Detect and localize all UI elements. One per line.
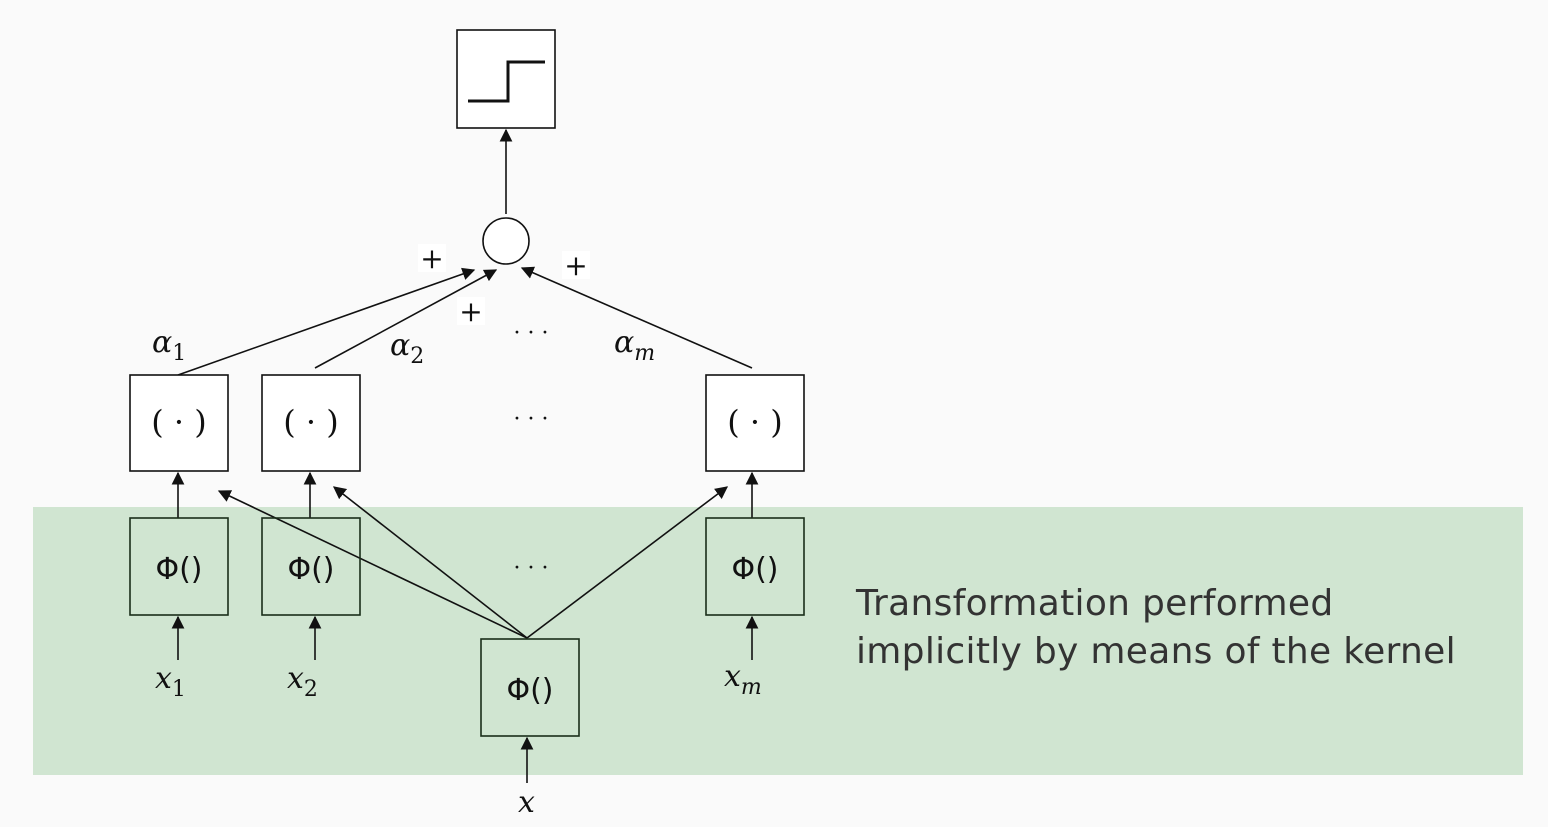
input-xm: xm (724, 659, 762, 700)
kernel-transformation-caption: Transformation performed implicitly by m… (856, 580, 1456, 676)
edge-kernel2-to-sum (314, 269, 498, 369)
kernel-box-m-label: ( · ) (727, 403, 782, 441)
edge-phix-to-kernel1 (217, 490, 528, 639)
plus-left-bg (418, 244, 446, 272)
kernel-box-2-label: ( · ) (283, 403, 338, 441)
plus-mid: + (459, 295, 482, 328)
step-function-icon (468, 60, 545, 103)
phi-box-m-label: Φ() (731, 552, 778, 587)
phi-box-2-label: Φ() (287, 552, 334, 587)
ellipsis-weights: · · · (514, 321, 549, 346)
edge-phix-to-kernel2 (332, 486, 528, 639)
weight-alpha-m: αm (614, 325, 655, 366)
phi-box-2 (261, 517, 361, 616)
input-x2: x2 (287, 661, 318, 702)
phi-box-1-label: Φ() (155, 552, 202, 587)
kernel-box-m (705, 374, 805, 472)
kernel-box-1 (129, 374, 229, 472)
summation-node (482, 217, 530, 265)
ellipsis-phi: · · · (514, 556, 549, 581)
edge-kernelm-to-sum (520, 266, 753, 369)
caption-line-2: implicitly by means of the kernel (856, 631, 1456, 672)
plus-mid-bg (457, 297, 485, 325)
feature-space-region (33, 507, 1523, 775)
phi-box-m (705, 517, 805, 616)
ellipsis-kernels: · · · (514, 407, 549, 432)
edge-phix-to-kernelm (526, 486, 729, 639)
plus-right: + (564, 249, 587, 282)
plus-right-bg (562, 251, 590, 279)
caption-line-1: Transformation performed (856, 583, 1334, 624)
input-x1: x1 (155, 661, 186, 702)
weight-alpha-1: α1 (152, 325, 186, 366)
kernel-box-2 (261, 374, 361, 472)
edge-kernel1-to-sum (177, 267, 476, 376)
plus-left: + (420, 242, 443, 275)
kernel-box-1-label: ( · ) (151, 403, 206, 441)
phi-box-1 (129, 517, 229, 616)
phi-box-x-label: Φ() (506, 673, 553, 708)
output-step-box (456, 29, 556, 129)
input-x: x (518, 785, 535, 820)
phi-box-x (480, 638, 580, 737)
weight-alpha-2: α2 (390, 328, 424, 369)
